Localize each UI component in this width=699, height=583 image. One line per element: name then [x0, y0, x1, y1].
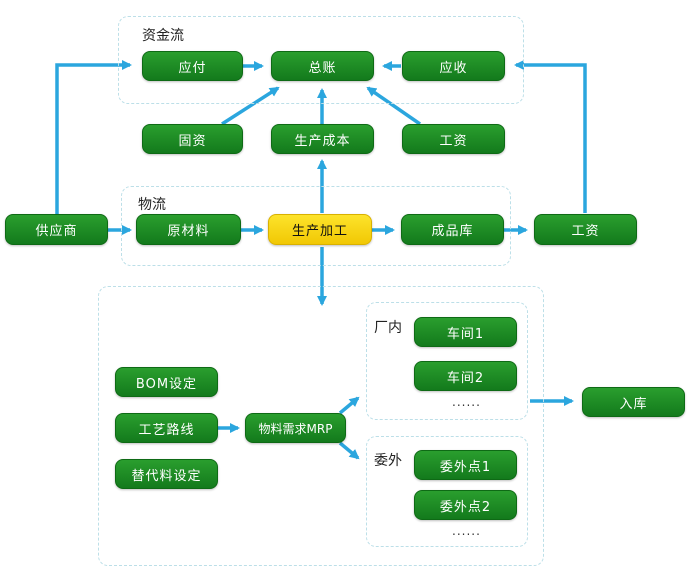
payroll-top-node[interactable]: 工资	[402, 124, 505, 154]
arrow-supplier-to-payable	[55, 60, 132, 214]
payable-node[interactable]: 应付	[142, 51, 243, 81]
outsource-point-2-node[interactable]: 委外点2	[414, 490, 517, 520]
bom-setting-node[interactable]: BOM设定	[115, 367, 218, 397]
fixed-assets-node[interactable]: 固资	[142, 124, 243, 154]
in-factory-group	[366, 302, 528, 420]
logistics-group	[121, 186, 511, 266]
capital-flow-label: 资金流	[142, 28, 184, 44]
production-processing-node[interactable]: 生产加工	[268, 214, 372, 245]
ledger-node[interactable]: 总账	[271, 51, 374, 81]
outsourcing-group	[366, 436, 528, 547]
arrow-mrp-to-outsourcing	[338, 441, 360, 460]
payroll-right-node[interactable]: 工资	[534, 214, 637, 245]
supplier-node[interactable]: 供应商	[5, 214, 108, 245]
process-route-node[interactable]: 工艺路线	[115, 413, 218, 443]
outsource-point-1-node[interactable]: 委外点1	[414, 450, 517, 480]
arrow-payroll-right-to-receivable	[514, 60, 587, 213]
finished-goods-node[interactable]: 成品库	[401, 214, 504, 245]
raw-materials-node[interactable]: 原材料	[136, 214, 241, 245]
outsourcing-label: 委外	[374, 453, 402, 469]
mrp-node[interactable]: 物料需求MRP	[245, 413, 346, 443]
warehouse-in-node[interactable]: 入库	[582, 387, 685, 417]
workshop-1-node[interactable]: 车间1	[414, 317, 517, 347]
production-cost-node[interactable]: 生产成本	[271, 124, 374, 154]
substitute-setting-node[interactable]: 替代料设定	[115, 459, 218, 489]
outsourcing-ellipsis: ......	[452, 524, 481, 538]
logistics-label: 物流	[138, 197, 166, 213]
arrow-mrp-to-in-factory	[338, 396, 360, 415]
production-planning-group	[98, 286, 544, 566]
arrow-payroll-to-ledger	[366, 86, 421, 126]
in-factory-label: 厂内	[374, 320, 402, 336]
in-factory-ellipsis: ......	[452, 395, 481, 409]
workshop-2-node[interactable]: 车间2	[414, 361, 517, 391]
receivable-node[interactable]: 应收	[402, 51, 505, 81]
capital-flow-group	[118, 16, 524, 104]
arrow-fixed-assets-to-ledger	[221, 86, 280, 126]
